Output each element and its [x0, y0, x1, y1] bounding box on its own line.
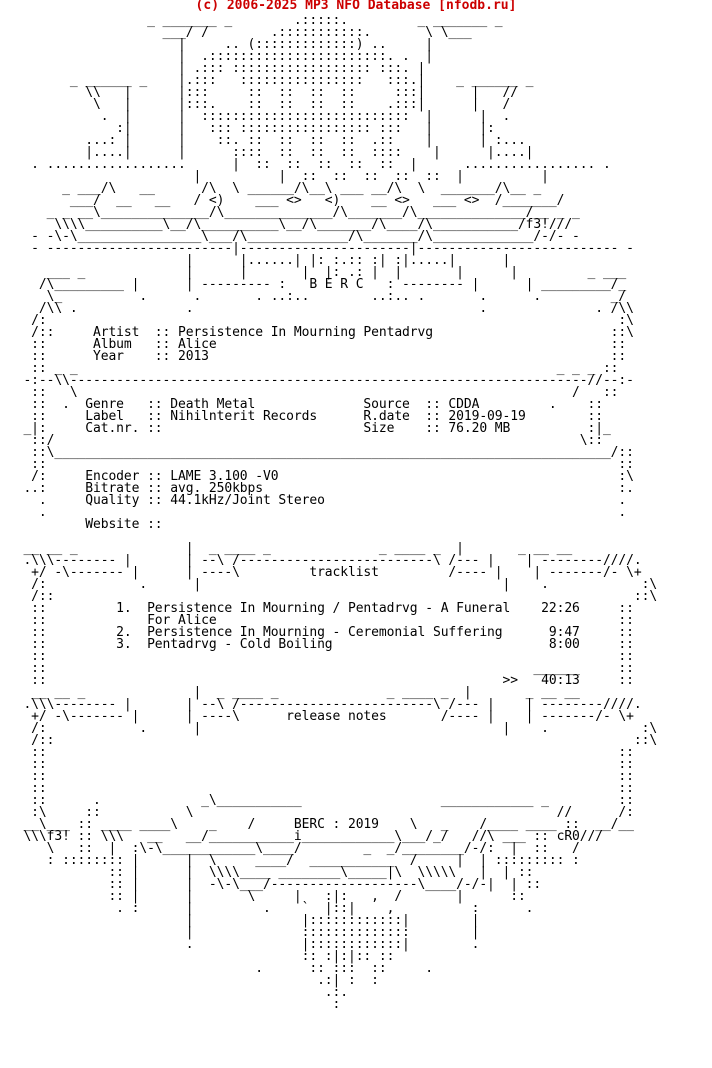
nfo-line: | | :: :: :: :: :: | | — [8, 169, 549, 184]
nfo-line: - -\-\________________\___/\____________… — [8, 229, 580, 244]
nfo-line: /: :\ — [8, 313, 634, 328]
nfo-line: /: Encoder :: LAME 3.100 -V0 :\ — [8, 469, 634, 484]
site-copyright-header: (c) 2006-2025 MP3 NFO Database [nfodb.ru… — [195, 0, 517, 13]
nfo-line: _ ______ _ |.::: :::::::::::::::: :::.| … — [8, 73, 534, 88]
nfo-line: :: :: — [8, 649, 634, 664]
nfo-line: :: For Alice :: — [8, 613, 634, 628]
nfo-line: :: | | \ | :|: , / | :: — [8, 889, 526, 904]
nfo-line: . . — [8, 505, 627, 520]
nfo-line: /: . | | . :\ — [8, 721, 658, 736]
nfo-line: - ------------------------|-------------… — [8, 241, 634, 256]
nfo-line: :: :: — [8, 781, 634, 796]
nfo-line: :| | ::: ::::::::::::::::: ::: | |: — [8, 121, 495, 136]
nfo-line: :: ______ :: — [8, 661, 634, 676]
nfo-line: | |::::::::::::| | — [8, 913, 480, 928]
nfo-line: .:| : : — [8, 973, 379, 988]
nfo-line: .\\\-------- | | --\ /------------------… — [8, 553, 642, 568]
nfo-line: ..: Bitrate :: avg. 250kbps :. — [8, 481, 634, 496]
nfo-line: /\_________ | | --------- : B E R C : --… — [8, 277, 627, 292]
nfo-line: :\ :: \ // /: — [8, 805, 634, 820]
nfo-line: /:: ::\ — [8, 733, 658, 748]
nfo-line: :: 2. Persistence In Mourning - Ceremoni… — [8, 625, 634, 640]
nfo-line: :: :: — [8, 769, 634, 784]
nfo-line: :: Year :: 2013 :: — [8, 349, 627, 364]
nfo-line: /\\ . . . . /\\ — [8, 301, 634, 316]
nfo-line: \ | |:::. :: :: :: :: .:::| | / — [8, 97, 511, 112]
nfo-line: __\___ :: ____ ____\ _ / BERC : 2019 \ _… — [8, 817, 634, 832]
nfo-line: . |::::::::::::| . — [8, 937, 480, 952]
nfo-line: . Quality :: 44.1kHz/Joint Stereo . — [8, 493, 627, 508]
nfo-line: | |......| |: :.:: :| :|.....| | — [8, 253, 511, 268]
nfo-line: /:: ::\ — [8, 589, 658, 604]
nfo-line: | .::: :::::::::::::::::: :::. | — [8, 61, 426, 76]
nfo-line: :: \ / :: — [8, 385, 619, 400]
nfo-line: :: | | -\-\___/-------------------\____/… — [8, 877, 542, 892]
nfo-line: \ :: | :\-\____________\____/ _ _/______… — [8, 841, 580, 856]
nfo-line: :: :: — [8, 745, 634, 760]
nfo-line: :: :: — [8, 757, 634, 772]
nfo-line: :: :|:|:: :: — [8, 949, 395, 964]
nfo-line: /: . | | . :\ — [8, 577, 658, 592]
nfo-line: ___/ / .:::::::::::. \ \___ — [8, 25, 472, 40]
nfo-line: \\\f3! :: \\\ __ __/___________i________… — [8, 829, 603, 844]
nfo-line: +/ -\------- | | ----\ release notes /--… — [8, 709, 634, 724]
nfo-line: |....| | :::: :: :: :: :::: | |....| — [8, 145, 534, 160]
nfo-line: :: :: — [8, 457, 634, 472]
nfo-line: . | | ::::::::::::::::::::::::::: | | . — [8, 109, 511, 124]
nfo-text-body: _ _______ _ .:::::. _ _______ _ ___/ / .… — [8, 13, 658, 1012]
nfo-line: _ _______ _ .:::::. _ _______ _ — [8, 13, 503, 28]
nfo-line: _ ___/\ __ /\ \ ______/\__\ ___ __/\ \ _… — [8, 181, 542, 196]
nfo-line: :: . _\___________ ____________ _ :: — [8, 793, 634, 808]
nfo-line: \_ . . . ..:.. ..:.. . . . _/ — [8, 289, 627, 304]
nfo-line: \\\\__________\__/\__________\__/\______… — [8, 217, 573, 232]
nfo-line: ::/ \:: — [8, 433, 603, 448]
nfo-line: :: Label :: Nihilnterit Records R.date :… — [8, 409, 603, 424]
nfo-line: :: | | \\\\____ ________\_____|\ \\\\\ |… — [8, 865, 534, 880]
nfo-line: .\\\-------- | | --\ /------------------… — [8, 697, 642, 712]
nfo-line: | :::::::::::::: | — [8, 925, 480, 940]
nfo-line: ...: | | ::. :: :: :: :: .:: | | :... — [8, 133, 526, 148]
nfo-line: _ _ __\______________/\______________/\_… — [8, 205, 580, 220]
nfo-line: -:--\\----------------------------------… — [8, 373, 634, 388]
nfo-line: :: >> 40:13 :: — [8, 673, 634, 688]
nfo-line: : — [8, 997, 341, 1012]
nfo-line: . .................. | :: :: :: :: :: | … — [8, 157, 611, 172]
nfo-line: __ __ _ | _ ____ _ _ ____ _ | _ __ __ — [8, 541, 573, 556]
nfo-line: :: 3. Pentadrvg - Cold Boiling 8:00 :: — [8, 637, 634, 652]
nfo-line: . : | . ` |::| , : . — [8, 901, 534, 916]
nfo-line: .:. — [8, 985, 348, 1000]
nfo-line: Website :: — [8, 517, 163, 532]
nfo-line: /:: Artist :: Persistence In Mourning Pe… — [8, 325, 634, 340]
nfo-line: :: . Genre :: Death Metal Source :: CDDA… — [8, 397, 603, 412]
nfo-line: :: _ _ _ _ _ :: — [8, 361, 619, 376]
nfo-line: \\ | |::: :: :: :: :: :::| | // — [8, 85, 518, 100]
nfo-line: ::\_____________________________________… — [8, 445, 634, 460]
nfo-line: :: 1. Persistence In Mourning / Pentadrv… — [8, 601, 634, 616]
nfo-line: | .:::::::::::::::::::::::. . | — [8, 49, 433, 64]
nfo-line: :: Album :: Alice :: — [8, 337, 627, 352]
nfo-line: __ __ _ | _ ____ _ _ ____ _ | _ __ __ — [8, 685, 580, 700]
nfo-line: _|: Cat.nr. :: Size :: 76.20 MB :|_ — [8, 421, 611, 436]
nfo-line: +/ -\------- | | ----\ tracklist /---- |… — [8, 565, 642, 580]
nfo-line: ___ _ | | | |: .: | | | | _ ___ — [8, 265, 627, 280]
nfo-line: : :::::::: | | \ ____/ ___________ / | |… — [8, 853, 580, 868]
nfo-line: . :: ::: :: . — [8, 961, 433, 976]
nfo-line: ___/ __ __ / <) ___ <> <) __ <> ___ <> /… — [8, 193, 565, 208]
nfo-line: | .. (:::::::::::::) .. | — [8, 37, 433, 52]
